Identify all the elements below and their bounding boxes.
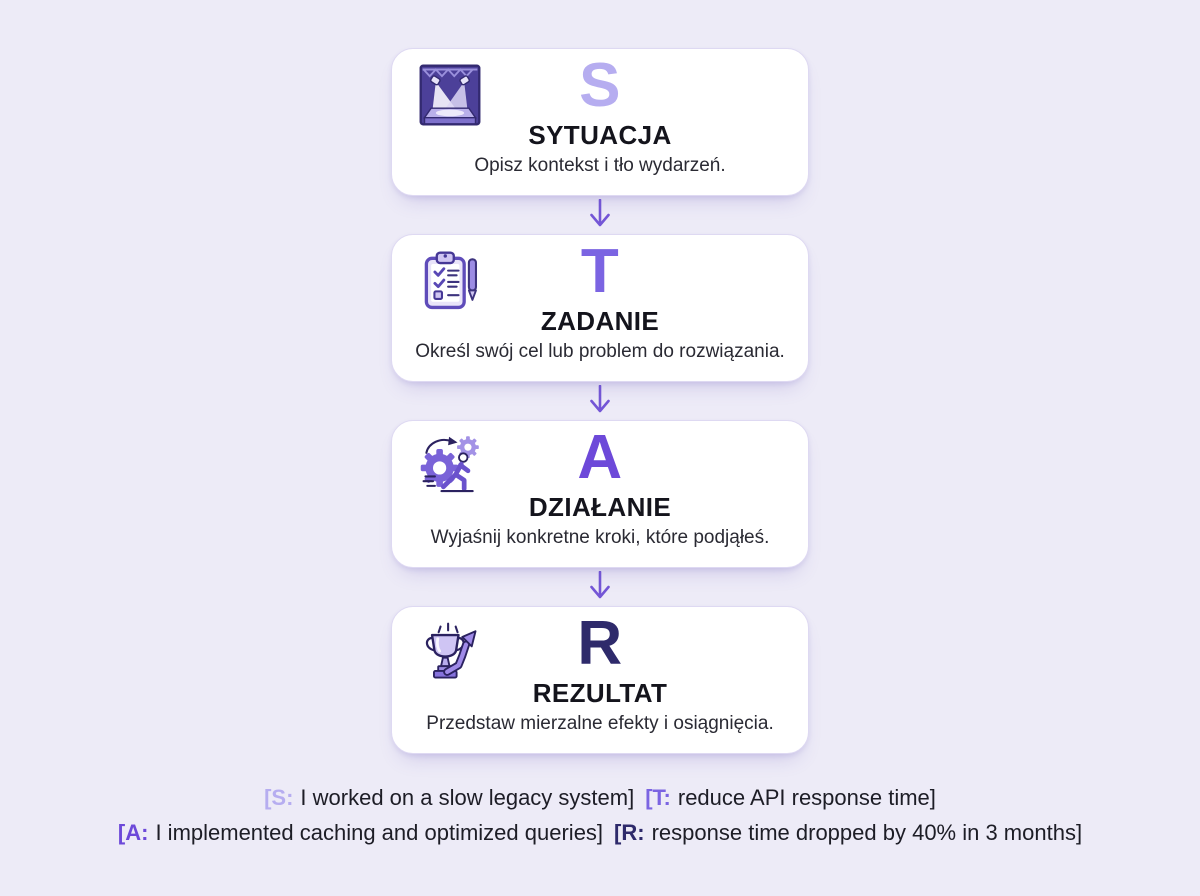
clipboard-checklist-icon xyxy=(416,247,484,315)
step-letter-r: R xyxy=(577,609,623,678)
example-text-result: response time dropped by 40% in 3 months… xyxy=(651,820,1083,845)
step-letter-t: T xyxy=(580,237,620,306)
example-line-2: [A:I implemented caching and optimized q… xyxy=(118,815,1082,850)
step-title-result: REZULTAT xyxy=(532,678,668,708)
stage-spotlights-icon xyxy=(416,61,484,129)
step-description-task: Określ swój cel lub problem do rozwiązan… xyxy=(415,341,785,362)
example-text-situation: I worked on a slow legacy system] xyxy=(300,785,635,810)
example-text-action: I implemented caching and optimized quer… xyxy=(155,820,604,845)
step-description-situation: Opisz kontekst i tło wydarzeń. xyxy=(474,155,726,176)
step-card-situation: S SYTUACJA Opisz kontekst i tło wydarzeń… xyxy=(391,48,809,196)
trophy-arrow-icon xyxy=(416,619,484,687)
example-line-1: [S:I worked on a slow legacy system] [T:r… xyxy=(118,780,1082,815)
gears-runner-icon xyxy=(416,433,484,501)
step-letter-s: S xyxy=(579,51,621,120)
step-description-result: Przedstaw mierzalne efekty i osiągnięcia… xyxy=(426,713,774,734)
down-arrow-icon xyxy=(587,568,613,606)
down-arrow-icon xyxy=(587,382,613,420)
step-title-action: DZIAŁANIE xyxy=(528,492,672,522)
step-description-action: Wyjaśnij konkretne kroki, które podjąłeś… xyxy=(430,527,770,548)
example-prefix-t: [T: xyxy=(645,785,671,810)
star-example-block: [S:I worked on a slow legacy system][T:r… xyxy=(118,780,1082,850)
example-prefix-r: [R: xyxy=(614,820,645,845)
example-text-task: reduce API response time] xyxy=(677,785,936,810)
step-title-task: ZADANIE xyxy=(540,306,660,336)
step-card-result: R REZULTAT Przedstaw mierzalne efekty i … xyxy=(391,606,809,754)
step-title-situation: SYTUACJA xyxy=(528,120,672,150)
example-prefix-a: [A: xyxy=(117,820,149,845)
step-letter-a: A xyxy=(577,423,623,492)
step-card-task: T ZADANIE Określ swój cel lub problem do… xyxy=(391,234,809,382)
step-card-action: A DZIAŁANIE Wyjaśnij konkretne kroki, kt… xyxy=(391,420,809,568)
down-arrow-icon xyxy=(587,196,613,234)
example-prefix-s: [S: xyxy=(264,785,294,810)
